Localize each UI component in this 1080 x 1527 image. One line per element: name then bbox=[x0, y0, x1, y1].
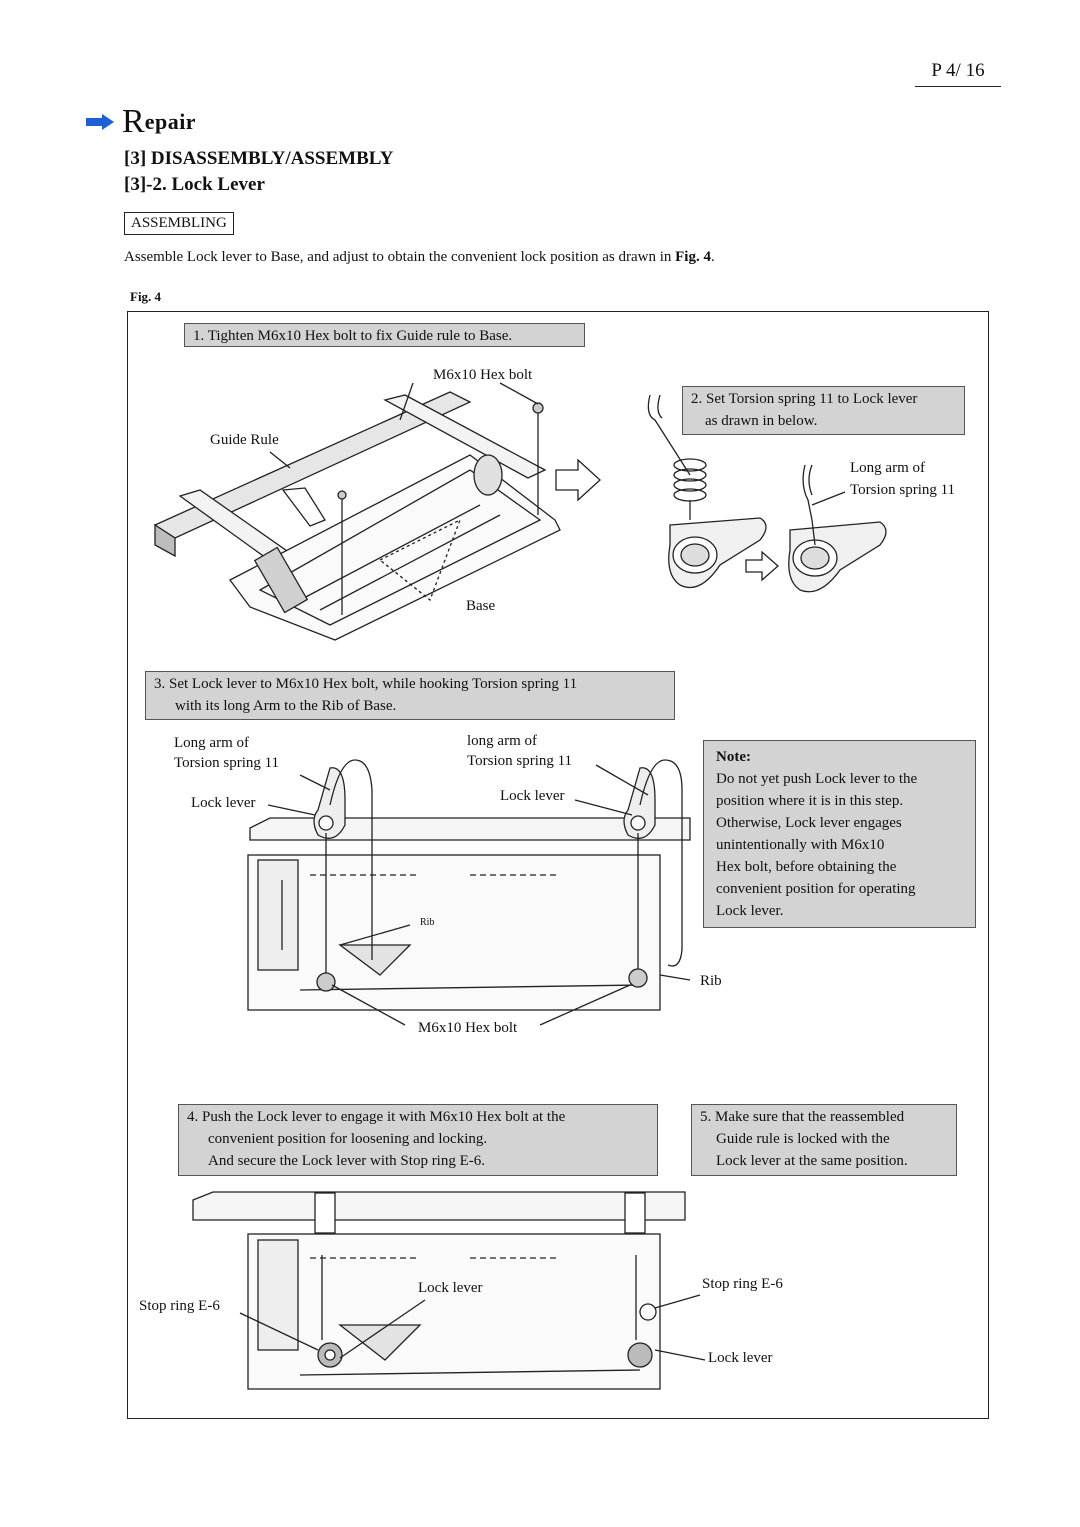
label-long-arm-left-2: Torsion spring 11 bbox=[174, 755, 280, 771]
label-long-arm-right-2: Torsion spring 11 bbox=[850, 482, 956, 498]
arrow-right-icon bbox=[86, 114, 114, 130]
step-3-line-2: with its long Arm to the Rib of Base. bbox=[175, 698, 397, 714]
note-line-3: Otherwise, Lock lever engages bbox=[716, 815, 902, 831]
label-long-arm-mid-2: Torsion spring 11 bbox=[467, 753, 573, 769]
figure-frame bbox=[127, 311, 989, 1419]
step-1-text: 1. Tighten M6x10 Hex bolt to fix Guide r… bbox=[193, 328, 513, 344]
label-lock-lever-left: Lock lever bbox=[191, 795, 256, 811]
note-title: Note: bbox=[716, 749, 751, 765]
note-box: Note: Do not yet push Lock lever to the … bbox=[703, 740, 976, 928]
step-4-box: 4. Push the Lock lever to engage it with… bbox=[178, 1104, 658, 1176]
intro-end: . bbox=[710, 249, 715, 265]
section-first-letter: R bbox=[122, 103, 145, 140]
label-rib-right: Rib bbox=[700, 973, 722, 989]
label-long-arm-mid-1: long arm of bbox=[467, 733, 537, 749]
note-line-2: position where it is in this step. bbox=[716, 793, 904, 809]
step-5-line-3: Lock lever at the same position. bbox=[716, 1153, 908, 1169]
assembling-badge: ASSEMBLING bbox=[124, 212, 234, 235]
page-title: [3] DISASSEMBLY/ASSEMBLY bbox=[124, 148, 394, 169]
label-hex-bolt-bottom: M6x10 Hex bolt bbox=[418, 1020, 518, 1036]
arrow-right-icon bbox=[555, 458, 601, 502]
intro-fig-ref: Fig. 4 bbox=[675, 249, 711, 265]
note-line-4: unintentionally with M6x10 bbox=[716, 837, 885, 853]
base-drawing bbox=[229, 382, 561, 641]
base-top-view-step3 bbox=[247, 759, 691, 1026]
label-lock-lever-mid: Lock lever bbox=[500, 788, 565, 804]
label-lock-lever-bottom-right: Lock lever bbox=[708, 1350, 773, 1366]
note-line-1: Do not yet push Lock lever to the bbox=[716, 771, 918, 787]
step-3-box: 3. Set Lock lever to M6x10 Hex bolt, whi… bbox=[145, 671, 675, 720]
torsion-spring-drawing bbox=[647, 394, 887, 593]
step-4-line-2: convenient position for loosening and lo… bbox=[208, 1131, 488, 1147]
guide-rule-drawing bbox=[153, 391, 547, 569]
label-rib-small: Rib bbox=[420, 917, 435, 928]
intro-text: Assemble Lock lever to Base, and adjust … bbox=[124, 249, 715, 266]
step-2-line-1: 2. Set Torsion spring 11 to Lock lever bbox=[691, 391, 918, 407]
label-stop-ring-left: Stop ring E-6 bbox=[139, 1298, 220, 1314]
label-guide-rule: Guide Rule bbox=[210, 432, 279, 448]
figure-label: Fig. 4 bbox=[130, 289, 162, 304]
page-number: P 4/ 16 bbox=[915, 60, 1001, 87]
label-long-arm-right-1: Long arm of bbox=[850, 460, 925, 476]
section-rest: epair bbox=[144, 109, 197, 134]
step-2-box: 2. Set Torsion spring 11 to Lock lever a… bbox=[682, 386, 965, 435]
note-line-7: Lock lever. bbox=[716, 903, 784, 919]
step-1-box: 1. Tighten M6x10 Hex bolt to fix Guide r… bbox=[184, 323, 585, 347]
step-4-line-1: 4. Push the Lock lever to engage it with… bbox=[187, 1109, 566, 1125]
step-5-box: 5. Make sure that the reassembled Guide … bbox=[691, 1104, 957, 1176]
step-5-line-2: Guide rule is locked with the bbox=[716, 1131, 890, 1147]
label-base: Base bbox=[466, 598, 496, 614]
step-5-line-1: 5. Make sure that the reassembled bbox=[700, 1109, 905, 1125]
note-line-6: convenient position for operating bbox=[716, 881, 916, 897]
label-stop-ring-right: Stop ring E-6 bbox=[702, 1276, 783, 1292]
step-3-line-1: 3. Set Lock lever to M6x10 Hex bolt, whi… bbox=[154, 676, 578, 692]
step-2-line-2: as drawn in below. bbox=[705, 413, 818, 429]
base-top-view-step4 bbox=[192, 1191, 706, 1390]
intro-plain: Assemble Lock lever to Base, and adjust … bbox=[124, 249, 676, 265]
step-4-line-3: And secure the Lock lever with Stop ring… bbox=[208, 1153, 486, 1169]
label-hex-bolt-top: M6x10 Hex bolt bbox=[433, 367, 533, 383]
label-long-arm-left-1: Long arm of bbox=[174, 735, 249, 751]
note-line-5: Hex bolt, before obtaining the bbox=[716, 859, 897, 875]
label-lock-lever-bottom-mid: Lock lever bbox=[418, 1280, 483, 1296]
arrow-right-icon bbox=[745, 550, 779, 582]
subsection-title: [3]-2. Lock Lever bbox=[124, 174, 265, 195]
